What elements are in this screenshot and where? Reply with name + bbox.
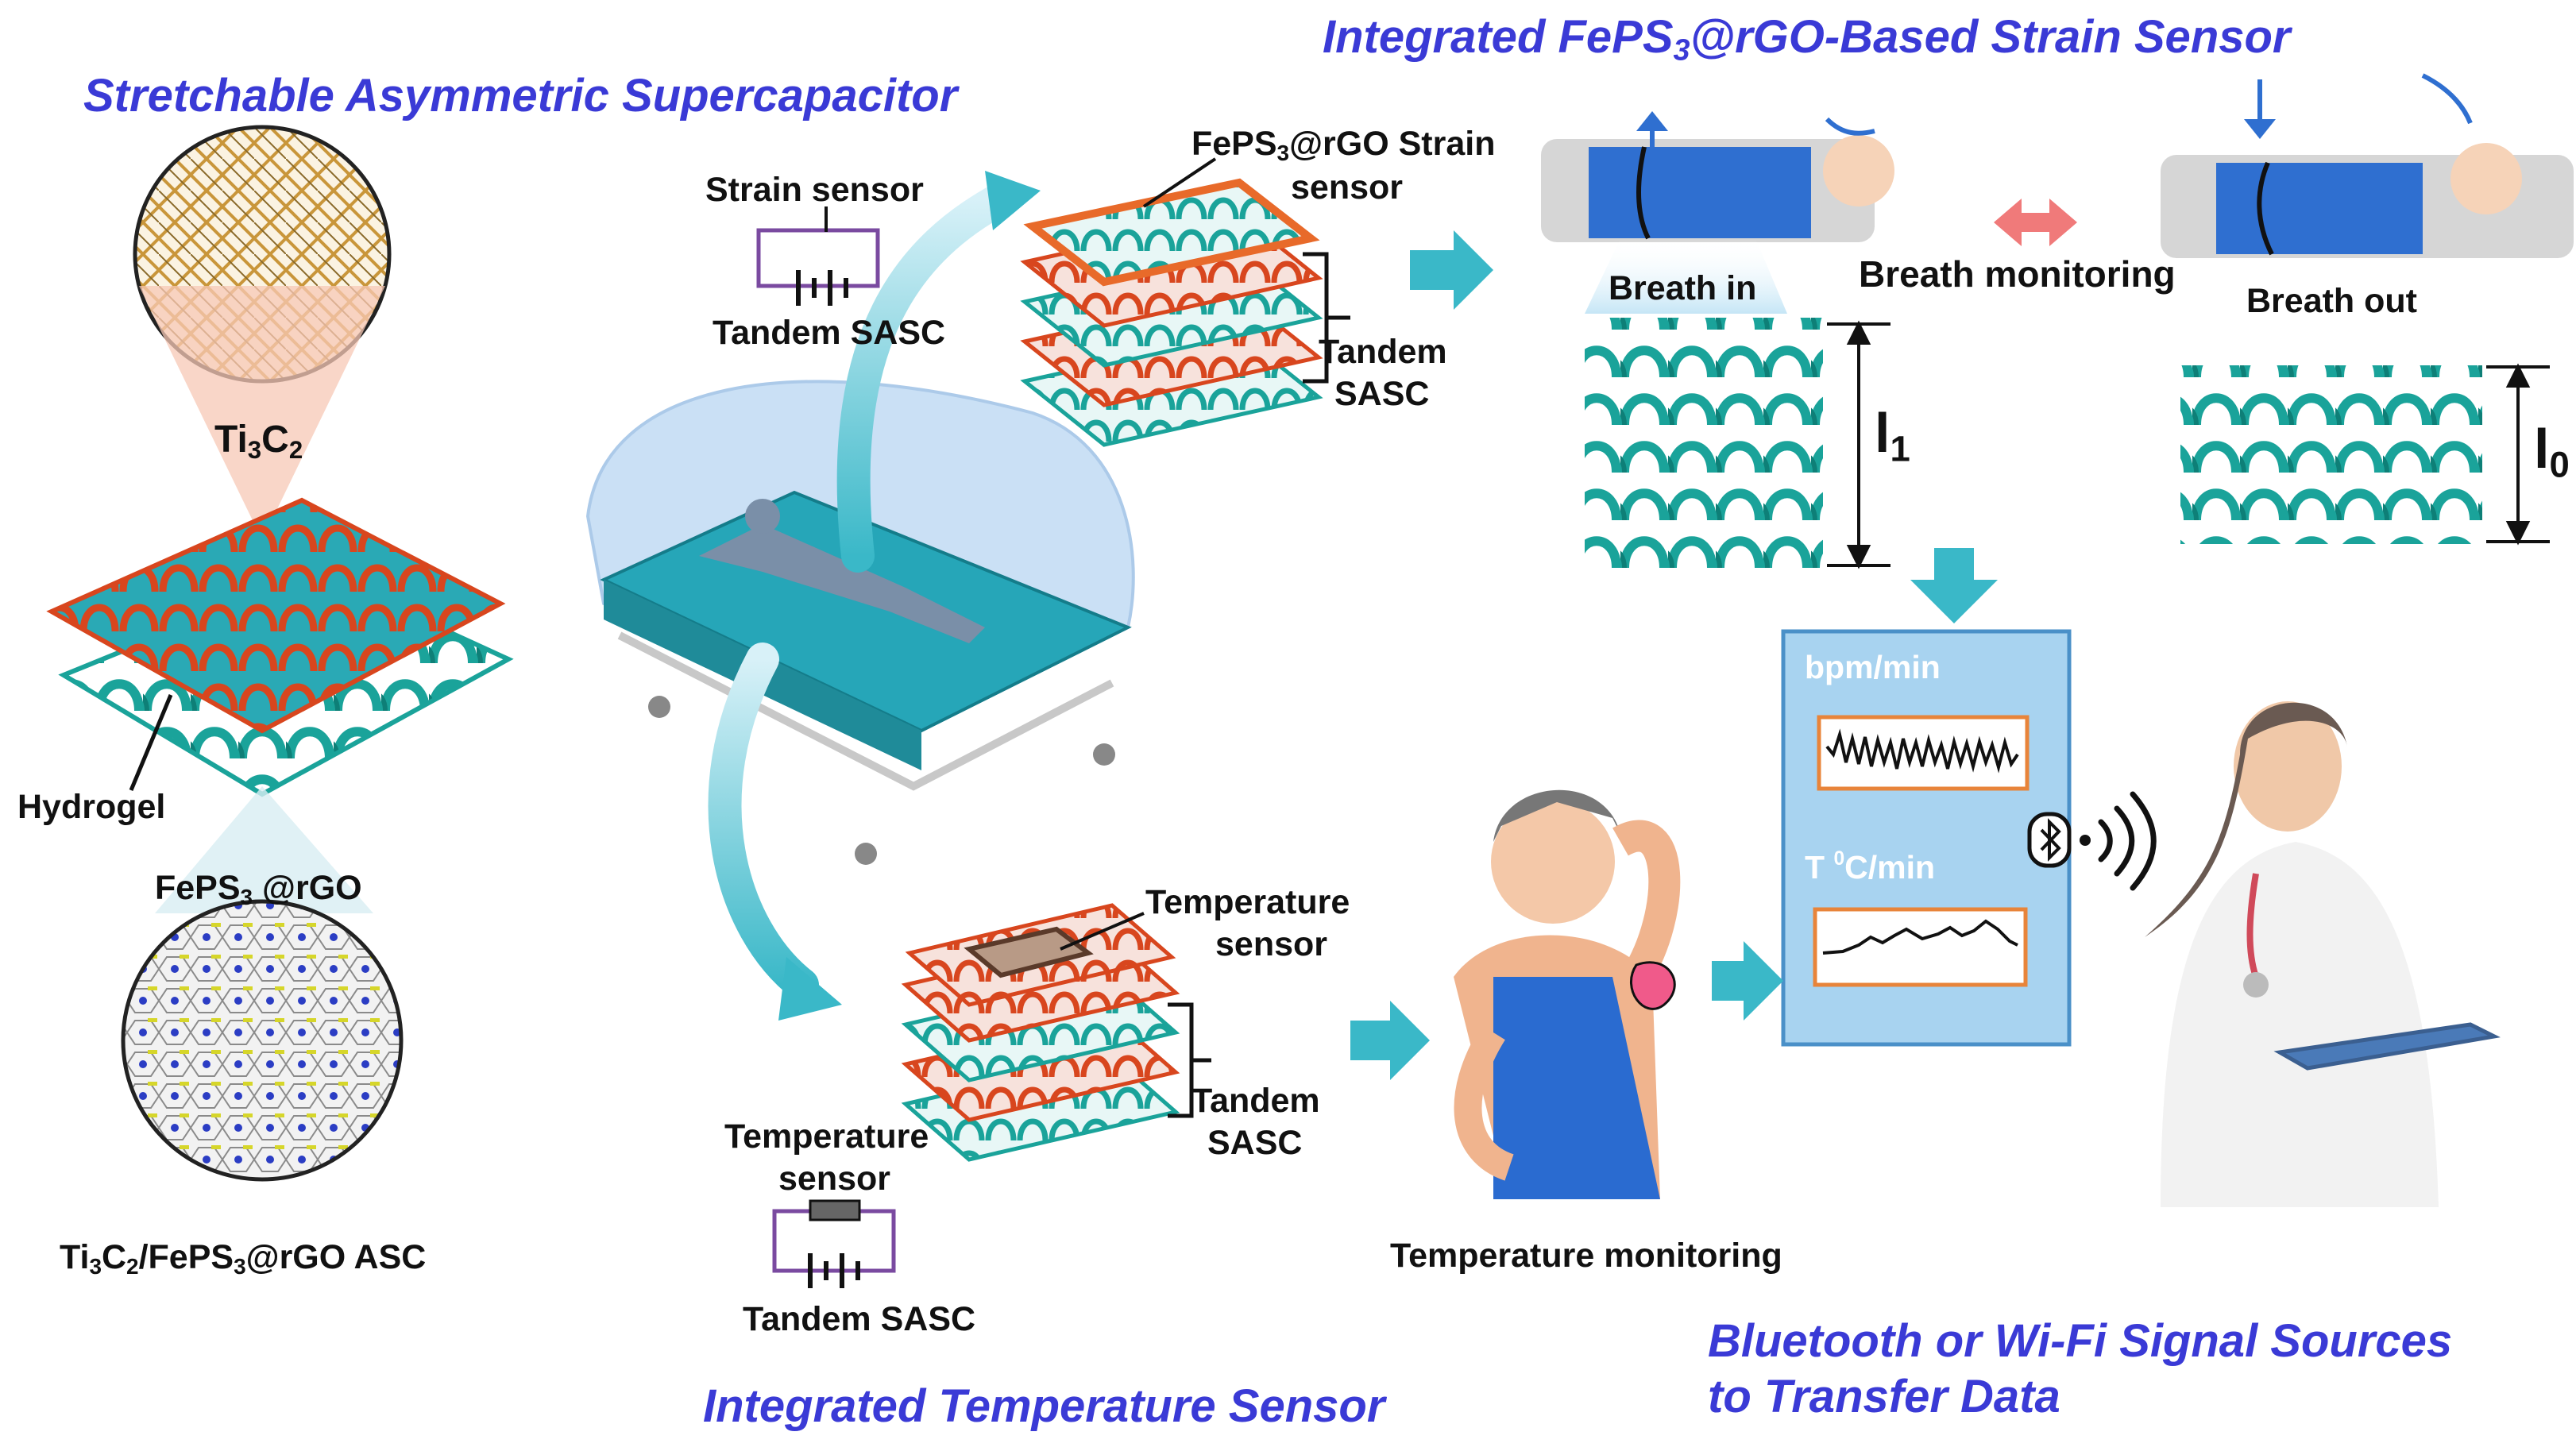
tablet — [2273, 1022, 2501, 1071]
bpm-label: bpm/min — [1805, 649, 1941, 685]
temp-sensor-label-line1: Temperature — [1145, 883, 1350, 921]
temp-tandem-label-line2: SASC — [1207, 1124, 1303, 1162]
skin-temp-patch — [1630, 961, 1676, 1010]
fabric-electrode — [46, 497, 514, 797]
arrow-person-to-monitor — [1712, 941, 1783, 1021]
title-strain-sensor: Integrated FePS3@rGO-Based Strain Sensor — [1323, 11, 2291, 67]
doctor-figure — [2145, 701, 2501, 1207]
bed-wheel — [1093, 743, 1115, 766]
wifi-signal-icon — [2080, 791, 2157, 891]
arrow-temp-to-person — [1350, 1001, 1430, 1080]
temp-waveform — [1822, 919, 2018, 955]
bpm-chart-box — [1817, 715, 2030, 791]
temp-sensor-label-line2: sensor — [1215, 925, 1328, 963]
temp-tandem-label-line1: Tandem — [1191, 1082, 1320, 1120]
ti3c2-zoom-cone — [139, 286, 385, 540]
arrowhead-up — [985, 171, 1041, 230]
arrow-to-strain-sensor — [836, 182, 1018, 573]
temp-circuit-sensor-line2: sensor — [778, 1160, 891, 1198]
l1-label: l1 — [1875, 402, 1910, 469]
breath-in-label: Breath in — [1609, 269, 1757, 307]
arrow-strain-to-breath — [1410, 230, 1493, 310]
temp-sensor-chip — [964, 926, 1094, 978]
strain-circuit — [756, 228, 880, 288]
asc-label: Ti3C2/FePS3@rGO ASC — [60, 1238, 427, 1279]
bed-wheel — [648, 696, 670, 718]
hydrogel-pointer — [129, 694, 173, 791]
breath-monitoring-label: Breath monitoring — [1859, 253, 2176, 295]
l1-dimension — [1827, 320, 1890, 569]
title-supercapacitor: Stretchable Asymmetric Supercapacitor — [83, 70, 958, 122]
resistor-symbol — [809, 1199, 861, 1221]
patient-head — [745, 499, 780, 534]
strain-tandem-label-line1: Tandem — [1319, 333, 1447, 371]
title-wireless-line1: Bluetooth or Wi-Fi Signal Sources — [1708, 1315, 2453, 1367]
bpm-waveform — [1825, 728, 2019, 774]
temp-textile-stack — [901, 903, 1180, 1162]
ti3c2-label: Ti3C2 — [214, 419, 303, 464]
strain-tandem-bracket — [1303, 252, 1350, 384]
temp-circuit-label: Tandem SASC — [743, 1300, 976, 1338]
hydrogel-label: Hydrogel — [17, 788, 166, 826]
temp-chart-box — [1813, 907, 2028, 987]
feps3-strain-pointer — [1142, 157, 1217, 208]
feps3-structure-circle — [121, 899, 404, 1182]
feps3-strain-label-line2: sensor — [1291, 168, 1404, 206]
temp-circuit — [772, 1199, 896, 1288]
title-wireless-line2: to Transfer Data — [1708, 1371, 2060, 1422]
temp-tandem-bracket — [1168, 1002, 1211, 1118]
person-figure — [1454, 789, 1681, 1199]
patient-figure — [699, 524, 985, 643]
temp-sensor-pointer — [1060, 912, 1145, 951]
feps3-zoom-cone — [155, 786, 373, 913]
temp-rate-label: T 0C/min — [1805, 848, 1936, 886]
bed-frame — [617, 631, 1114, 791]
strain-tandem-label-line2: SASC — [1334, 375, 1430, 413]
arrow-down-to-monitor — [1910, 548, 1998, 623]
temp-circuit-sensor-line1: Temperature — [724, 1117, 929, 1156]
left-panel — [46, 125, 514, 1182]
strain-sensor-label: Strain sensor — [705, 171, 924, 209]
strain-battery-symbol — [796, 270, 848, 306]
feps3-rgo-label: FePS3 @rGO — [155, 869, 362, 909]
bluetooth-icon — [2027, 812, 2072, 868]
temperature-monitoring-label: Temperature monitoring — [1390, 1237, 1782, 1275]
breath-out-figure — [2161, 73, 2574, 544]
arrowhead-down — [778, 957, 842, 1021]
feps3-strain-label-line1: FePS3@rGO Strain — [1191, 125, 1496, 165]
breath-in-figure — [1541, 111, 1894, 572]
breath-double-arrow — [1994, 199, 2077, 246]
arrow-to-temp-sensor — [708, 643, 819, 1001]
knit-expanded — [1585, 318, 1823, 572]
bed-wheel — [855, 843, 877, 865]
breath-out-label: Breath out — [2246, 282, 2417, 320]
strain-circuit-label: Tandem SASC — [713, 314, 946, 352]
title-temperature-sensor: Integrated Temperature Sensor — [703, 1380, 1385, 1432]
l0-label: l0 — [2534, 418, 2570, 485]
knit-relaxed — [2180, 365, 2482, 544]
strain-textile-stack — [1020, 178, 1323, 447]
l0-dimension — [2486, 363, 2550, 546]
